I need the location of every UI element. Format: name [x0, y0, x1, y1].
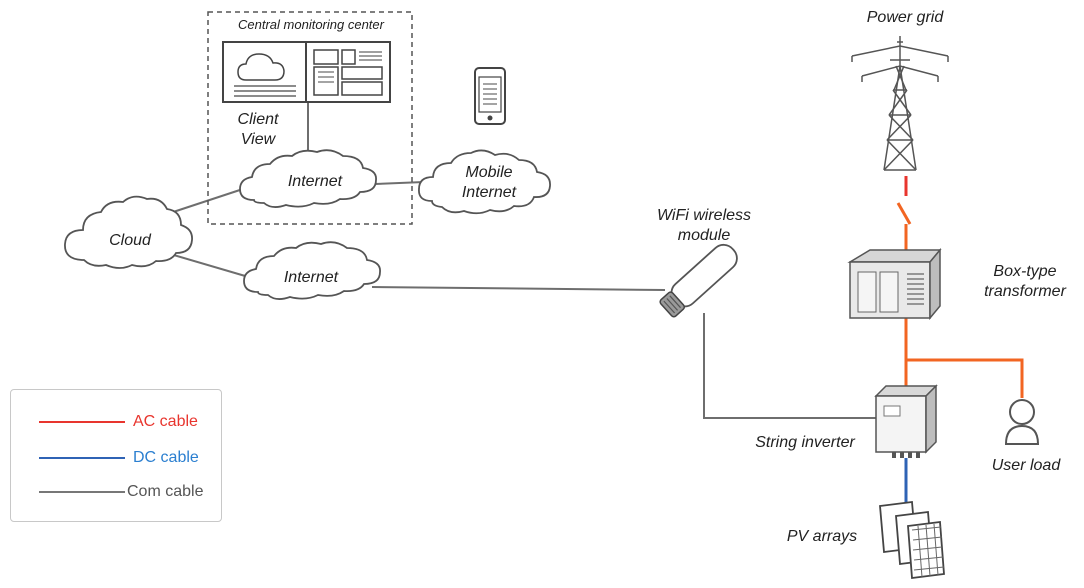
- monitoring-center-box: [207, 11, 413, 225]
- legend-label: DC cable: [133, 449, 199, 466]
- legend: AC cable DC cable Com cable: [10, 389, 222, 522]
- pv-arrays-label: PV arrays: [786, 528, 858, 545]
- cloud-icon: [64, 195, 193, 269]
- mobile-internet-label: Mobile Internet: [461, 164, 517, 201]
- transformer-label: Box-type transformer: [984, 263, 1066, 300]
- wifi-module-label: WiFi wireless module: [656, 207, 752, 244]
- client-view-monitor-icon: [222, 41, 391, 103]
- power-tower-icon: [851, 36, 949, 171]
- legend-item-com: Com cable: [11, 481, 223, 503]
- user-load-icon: [1004, 399, 1040, 445]
- wifi-module-icon: [659, 243, 738, 318]
- transformer-icon: [847, 247, 942, 321]
- internet-top-label: Internet: [287, 173, 343, 190]
- mobile-internet-cloud-icon: [418, 149, 551, 215]
- legend-swatch: [39, 491, 125, 493]
- internet-bottom-cloud-icon: [243, 241, 381, 300]
- client-view-label: Client View: [237, 111, 279, 148]
- cloud-label: Cloud: [109, 232, 151, 249]
- user-load-label: User load: [991, 457, 1061, 474]
- internet-bottom-label: Internet: [283, 269, 339, 286]
- legend-swatch: [39, 457, 125, 459]
- legend-label: AC cable: [133, 413, 198, 430]
- central-monitoring-center-label: Central monitoring center: [238, 17, 384, 32]
- legend-swatch: [39, 421, 125, 423]
- legend-label: Com cable: [127, 483, 204, 500]
- string-inverter-label: String inverter: [755, 434, 855, 451]
- power-grid-label: Power grid: [866, 9, 944, 26]
- internet-top-cloud-icon: [239, 149, 377, 208]
- string-inverter-icon: [874, 384, 938, 458]
- legend-item-ac: AC cable: [11, 411, 223, 433]
- pv-arrays-icon: [879, 500, 945, 580]
- mobile-phone-icon: [474, 67, 506, 125]
- legend-item-dc: DC cable: [11, 447, 223, 469]
